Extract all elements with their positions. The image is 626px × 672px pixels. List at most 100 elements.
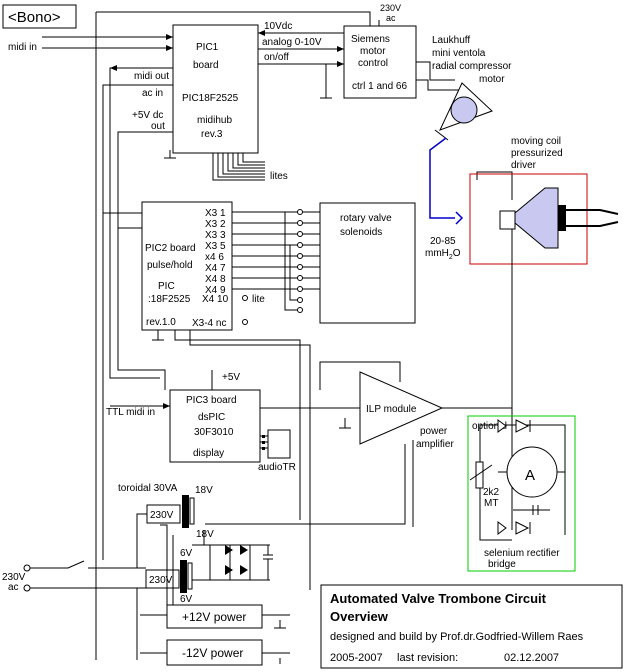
title-years: 2005-2007 xyxy=(330,652,383,664)
bridge-rectifier-wires xyxy=(192,544,270,581)
pic2-output-wires xyxy=(232,211,300,290)
transformer-6v-b: 6V xyxy=(180,594,193,605)
filter-capacitor xyxy=(263,545,273,580)
transformer-title: toroidal 30VA xyxy=(118,483,178,494)
pic2-line1: PIC2 board xyxy=(145,243,196,254)
pic2-rev: rev.1.0 xyxy=(146,317,176,328)
title-block xyxy=(320,584,623,669)
pic2-output-label: X3 2 xyxy=(205,219,226,230)
driver-throat xyxy=(499,210,516,230)
audio-transformer-wires xyxy=(260,435,268,449)
solenoids-line1: rotary valve xyxy=(340,213,392,224)
title-date: 02.12.2007 xyxy=(504,652,559,664)
pic2-output-label: X3 1 xyxy=(205,208,226,219)
title-line1: Automated Valve Trombone Circuit xyxy=(330,591,547,606)
mains-ac-top: ac xyxy=(386,13,396,23)
driver-magnet xyxy=(558,205,566,231)
rectifier-diode-4 xyxy=(497,521,507,535)
motor-control-line1: Siemens xyxy=(351,34,390,45)
pic2-line3: PIC xyxy=(158,281,175,292)
lites-label: lites xyxy=(270,171,288,182)
plus12v-supply xyxy=(166,604,263,629)
pic3-line2: dsPIC xyxy=(198,412,225,423)
minus12v-label: -12V power xyxy=(182,646,243,660)
title-revision: last revision: xyxy=(397,652,458,664)
pic2-line4: :18F2525 xyxy=(148,294,191,305)
midi-out-arrow xyxy=(110,65,117,71)
power-supply-wires xyxy=(140,614,290,664)
meter-enclosure xyxy=(467,415,576,572)
driver-line2: pressurized xyxy=(511,148,563,159)
pic2-output-label: X3 5 xyxy=(205,241,226,252)
pic2-output-label: X4 9 xyxy=(205,285,226,296)
pic1-chip: PIC18F2525 xyxy=(182,93,239,104)
pic2-output-list: X3 1 X3 2 X3 3 X3 5 x4 6 X4 7 X4 8 X4 9 xyxy=(205,208,226,296)
toroid-secondary-b xyxy=(187,562,193,590)
motor-control-line3: control xyxy=(358,58,388,69)
pic2-supply-wires xyxy=(174,330,311,590)
pic1-out-onoff: on/off xyxy=(264,52,289,63)
air-duct xyxy=(429,137,455,219)
air-duct-arrow xyxy=(455,211,464,225)
driver-cone xyxy=(514,187,559,249)
project-label: <Bono> xyxy=(8,9,61,26)
midi-in-label: midi in xyxy=(8,42,37,53)
pic3-line3: 30F3010 xyxy=(194,427,234,438)
pic2-common-terminals xyxy=(297,297,303,313)
pic2-input-wires xyxy=(103,212,142,229)
pic2-output-label: X3 3 xyxy=(205,230,226,241)
driver-line1: moving coil xyxy=(511,136,561,147)
pic2-lite: lite xyxy=(252,294,265,305)
amp-supply-wires xyxy=(205,440,414,527)
amp-module: ILP module xyxy=(366,404,417,415)
motor-control-line2: motor xyxy=(360,46,386,57)
midi-in-wires xyxy=(42,36,173,49)
pressure-line1: 20-85 xyxy=(430,236,456,247)
pic2-common-wires xyxy=(284,212,300,311)
pic2-x410: X4 10 xyxy=(202,294,229,305)
pic2-output-label: X4 8 xyxy=(205,274,226,285)
pic3-line1: PIC3 board xyxy=(186,395,237,406)
pic3-ttl: TTL midi in xyxy=(106,407,155,418)
driver-enclosure xyxy=(469,173,588,265)
mains-voltage: 230V xyxy=(2,572,26,583)
pic1-midi-out-label: midi out xyxy=(134,71,169,82)
transformer-primary-b xyxy=(145,569,180,589)
potentiometer xyxy=(475,461,484,489)
pic1-rev: rev.3 xyxy=(201,129,223,140)
pic2-output-label: x4 6 xyxy=(205,252,224,263)
pic1-out-10v: 10Vdc xyxy=(264,21,292,32)
meter-pot-value: 2k2 xyxy=(483,487,500,498)
meter-pot-type: MT xyxy=(484,498,498,509)
power-feed-wires xyxy=(160,524,205,615)
pic1-title-1: PIC1 xyxy=(196,42,219,53)
transformer-primary-b-label: 230V xyxy=(149,575,173,586)
mains-voltage-top: 230V xyxy=(380,3,401,13)
mains-ac: ac xyxy=(8,582,19,593)
pic3-display: display xyxy=(193,448,224,459)
pic1-board xyxy=(172,24,259,154)
pic3-ttl-arrow xyxy=(163,403,170,409)
pic1-title-2: board xyxy=(193,60,219,71)
solenoids-line2: solenoids xyxy=(340,227,382,238)
bridge-rectifier-diodes xyxy=(225,545,248,575)
mains-terminal-2 xyxy=(23,584,31,592)
pic1-to-motor-control-wires xyxy=(258,32,344,65)
amp-line1: power xyxy=(420,426,448,437)
project-label-box xyxy=(2,4,77,29)
pic2-line2: pulse/hold xyxy=(147,260,193,271)
motor-line2: mini ventola xyxy=(432,48,486,59)
pic1-dc-label-1: +5V dc xyxy=(132,110,163,121)
amp-wires xyxy=(319,361,512,409)
pic3-supply: +5V xyxy=(222,372,240,383)
motor-rotor xyxy=(450,96,478,124)
lites-bundle xyxy=(212,153,265,181)
transformer-primary-a-label: 230V xyxy=(150,510,174,521)
amp-line2: amplifier xyxy=(416,439,454,450)
transformer-6v-a: 6V xyxy=(180,548,193,559)
pic2-output-terminals xyxy=(242,209,303,325)
driver-mouthpiece xyxy=(566,209,619,227)
title-line2: Overview xyxy=(330,609,389,624)
pic2-x34nc: X3-4 nc xyxy=(192,318,226,329)
